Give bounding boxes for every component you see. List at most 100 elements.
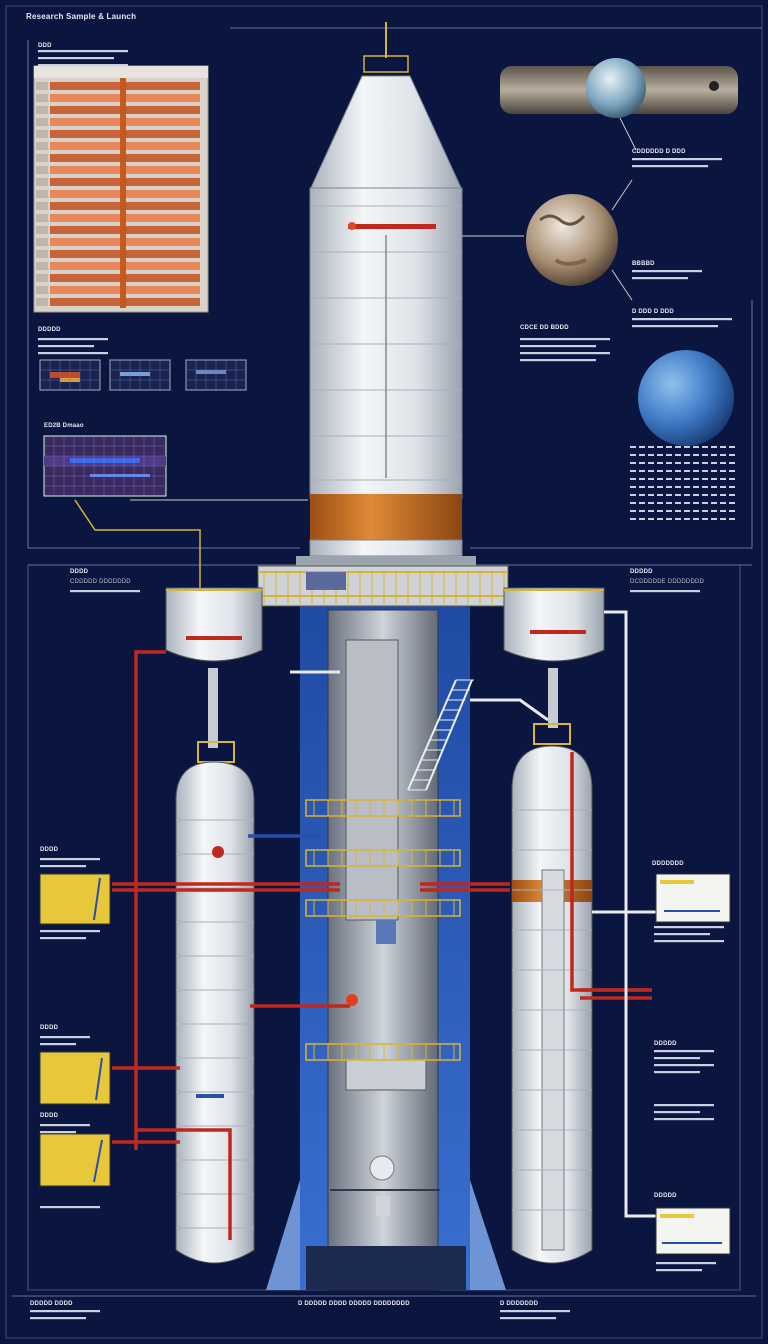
right-data-grid xyxy=(630,446,735,520)
side-tank-caps xyxy=(165,587,605,748)
footer-right-label: D DDDDDDD xyxy=(500,1301,539,1307)
planet-label-2: BBBBD xyxy=(632,261,655,267)
grid-cell xyxy=(648,454,654,456)
left-inset-label-2: DDDD xyxy=(40,1025,59,1031)
annotation-line xyxy=(632,325,718,328)
annotation-line xyxy=(38,57,114,60)
grid-cell xyxy=(729,454,735,456)
panel-b-heading: ED2B Dmaao xyxy=(44,423,84,429)
grid-cell xyxy=(675,454,681,456)
grid-cell xyxy=(693,518,699,520)
table-row-index xyxy=(36,154,48,162)
grid-cell xyxy=(729,494,735,496)
left-section-sub: CDDDDD DDDDDDD xyxy=(70,579,131,585)
annotation-line xyxy=(632,318,732,321)
table-row-index xyxy=(36,202,48,210)
annotation-line xyxy=(632,158,722,161)
grid-cell xyxy=(630,502,636,504)
grid-cell xyxy=(729,502,735,504)
grid-cell xyxy=(648,470,654,472)
grid-cell xyxy=(657,454,663,456)
grid-cell xyxy=(729,486,735,488)
grid-cell xyxy=(693,462,699,464)
annotation-line xyxy=(654,1104,714,1107)
grid-cell xyxy=(693,510,699,512)
table-row-index xyxy=(36,286,48,294)
center-note-heading: CDCE DD BDDD xyxy=(520,325,569,331)
grid-cell xyxy=(675,518,681,520)
grid-cell xyxy=(720,446,726,448)
table-row-index xyxy=(36,298,48,306)
annotation-line xyxy=(632,270,702,273)
grid-cell xyxy=(720,470,726,472)
annotation-line xyxy=(70,590,140,593)
grid-cell xyxy=(675,478,681,480)
grid-cell xyxy=(729,478,735,480)
moon-planet xyxy=(460,179,633,301)
poster-title: Research Sample & Launch xyxy=(26,12,137,21)
grid-cell xyxy=(693,502,699,504)
left-inset-label-3: DDDD xyxy=(40,1113,59,1119)
grid-cell xyxy=(675,462,681,464)
grid-cell xyxy=(648,510,654,512)
annotation-line xyxy=(40,1043,76,1046)
grid-cell xyxy=(702,470,708,472)
grid-cell xyxy=(684,510,690,512)
grid-cell xyxy=(639,502,645,504)
grid-cell xyxy=(666,446,672,448)
table-row-index xyxy=(36,238,48,246)
grid-cell xyxy=(648,518,654,520)
annotation-line xyxy=(500,1310,570,1313)
grid-cell xyxy=(666,478,672,480)
grid-cell xyxy=(684,446,690,448)
right-section-heading: DDDDD xyxy=(630,569,653,575)
grid-cell xyxy=(675,470,681,472)
annotation-line xyxy=(38,345,94,348)
gauge-panel-icon xyxy=(39,873,111,1187)
annotation-line xyxy=(38,352,108,355)
grid-cell xyxy=(702,478,708,480)
grid-cell xyxy=(702,454,708,456)
grid-cell xyxy=(729,470,735,472)
annotation-line xyxy=(656,1262,716,1265)
grid-cell xyxy=(720,486,726,488)
tower-rail xyxy=(305,799,461,817)
annotation-line xyxy=(656,1269,702,1272)
grid-cell xyxy=(666,486,672,488)
grid-cell xyxy=(648,478,654,480)
grid-cell xyxy=(684,478,690,480)
grid-cell xyxy=(639,446,645,448)
grid-cell xyxy=(675,502,681,504)
grid-cell xyxy=(630,478,636,480)
grid-cell xyxy=(630,462,636,464)
grid-cell xyxy=(639,470,645,472)
grid-cell xyxy=(702,462,708,464)
grid-cell xyxy=(711,494,717,496)
annotation-line xyxy=(30,1310,100,1313)
annotation-line xyxy=(520,359,596,362)
right-inset-label-3: DDDDD xyxy=(654,1193,677,1199)
annotation-line xyxy=(38,64,128,67)
panel-a-heading: DDDDD xyxy=(38,327,61,333)
grid-cell xyxy=(675,446,681,448)
grid-cell xyxy=(720,502,726,504)
blue-planet xyxy=(638,350,734,446)
right-inset-label-1: DDDDDDD xyxy=(652,861,684,867)
annotation-line xyxy=(632,277,688,280)
grid-cell xyxy=(720,478,726,480)
grid-cell xyxy=(657,494,663,496)
grid-cell xyxy=(711,454,717,456)
grid-cell xyxy=(729,510,735,512)
grid-cell xyxy=(729,462,735,464)
table-row-index xyxy=(36,214,48,222)
planet-strip xyxy=(500,58,738,151)
grid-cell xyxy=(702,494,708,496)
grid-cell xyxy=(639,486,645,488)
right-data-cards xyxy=(655,873,731,1255)
moon-icon xyxy=(526,194,618,286)
annotation-line xyxy=(654,926,724,929)
launch-tower xyxy=(266,590,506,1291)
annotation-line xyxy=(500,1317,556,1320)
rocket xyxy=(296,22,476,568)
